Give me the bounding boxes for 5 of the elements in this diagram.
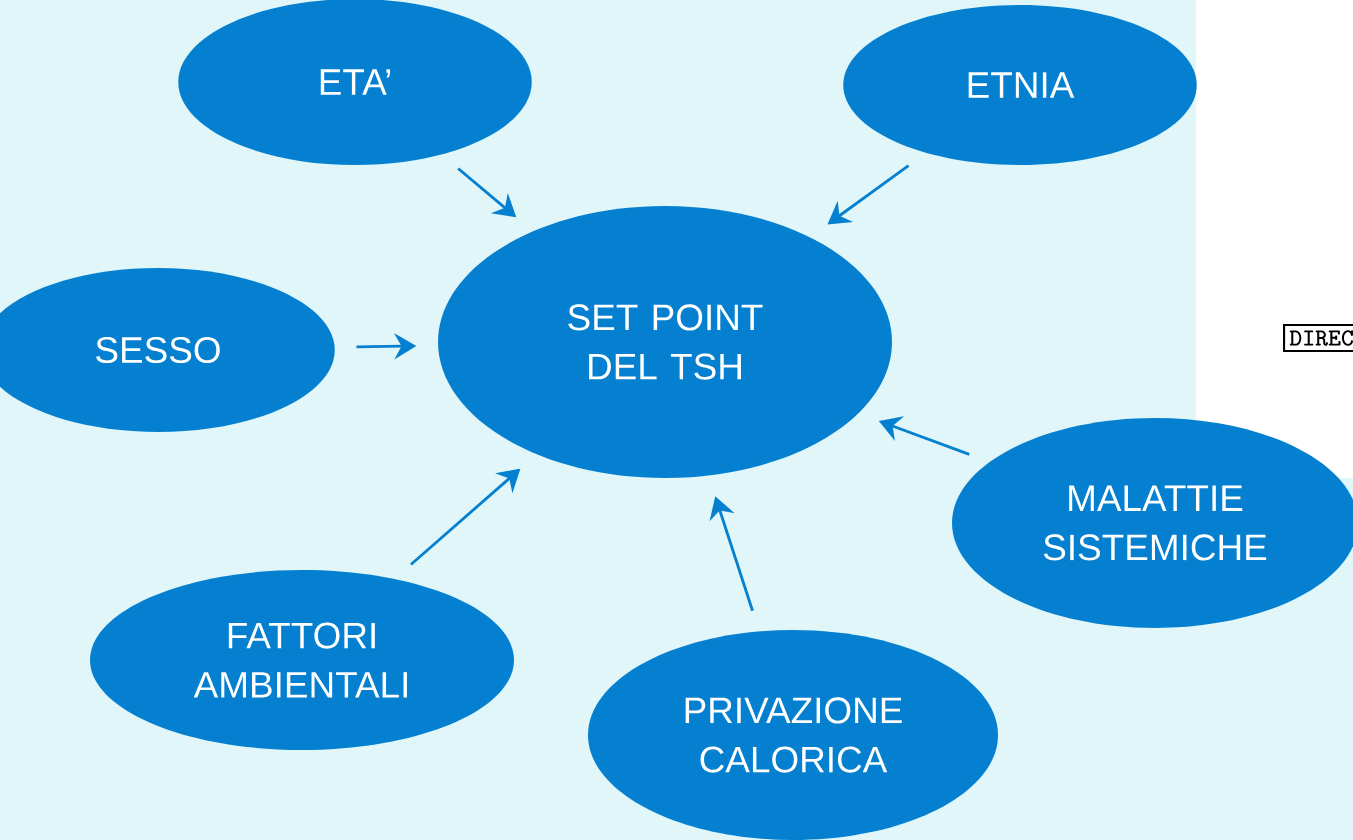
ellipse-node: SET POINT DEL TSH bbox=[438, 206, 892, 478]
ellipse-node: PRIVAZIONE CALORICA bbox=[588, 630, 998, 840]
ellipse-node: FATTORI AMBIENTALI bbox=[90, 570, 514, 750]
ellipse-node: ETNIA bbox=[843, 5, 1197, 165]
boxed-text: DIREC bbox=[1283, 323, 1353, 353]
